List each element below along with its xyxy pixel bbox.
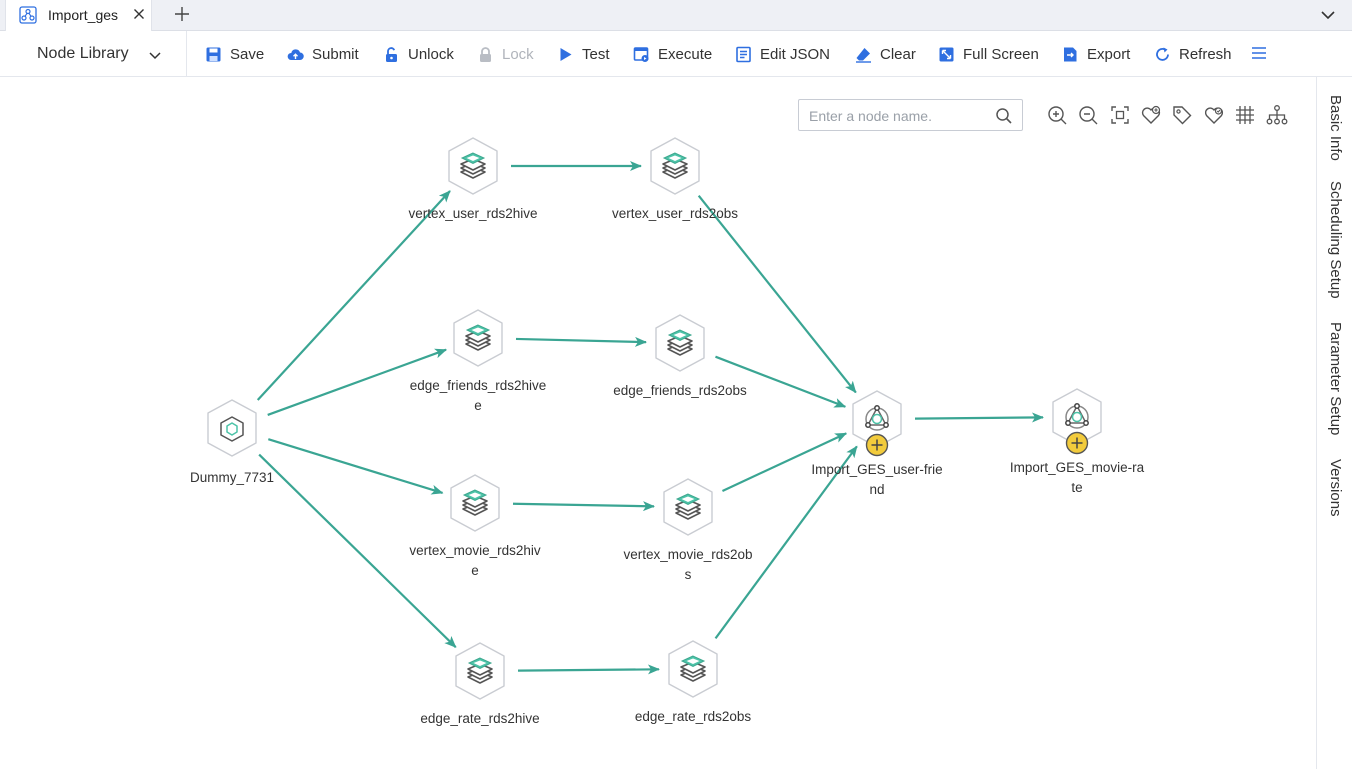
node-vu_hive[interactable]	[445, 136, 501, 196]
node-er_hive[interactable]	[452, 641, 508, 701]
menu-icon[interactable]	[1251, 45, 1267, 61]
add-tab-icon[interactable]	[172, 4, 192, 24]
dummy-cube-icon	[207, 399, 257, 457]
node-library-label: Node Library	[37, 45, 129, 62]
favorite-add-icon[interactable]	[1140, 104, 1162, 126]
close-icon[interactable]	[131, 6, 147, 22]
clear-button[interactable]: Clear	[855, 31, 916, 77]
fit-view-icon[interactable]	[1109, 104, 1131, 126]
save-button[interactable]: Save	[205, 31, 264, 77]
data-stack-icon	[668, 640, 718, 698]
tab-parameter-setup[interactable]: Parameter Setup	[1327, 322, 1344, 436]
tab-versions[interactable]: Versions	[1327, 459, 1344, 517]
search-icon[interactable]	[995, 107, 1013, 125]
data-stack-icon	[455, 642, 505, 700]
unlock-icon	[386, 46, 397, 62]
node-er_obs[interactable]	[665, 639, 721, 699]
zoom-in-icon[interactable]	[1046, 104, 1068, 126]
ges-graph-icon	[1052, 388, 1102, 455]
node-ef_hive[interactable]	[450, 308, 506, 368]
data-stack-icon	[450, 474, 500, 532]
data-stack-icon	[448, 137, 498, 195]
data-stack-icon	[663, 478, 713, 536]
toolbar: Node Library Save Submit Unlock Lock Tes…	[0, 31, 1352, 77]
search-input[interactable]	[809, 106, 989, 126]
chevron-down-icon	[149, 52, 161, 60]
node-label: Import_GES_movie-ra te	[1009, 460, 1145, 495]
zoom-out-icon[interactable]	[1077, 104, 1099, 126]
node-ges_mr[interactable]	[1049, 387, 1105, 455]
tab-scheduling-setup[interactable]: Scheduling Setup	[1327, 181, 1344, 299]
data-stack-icon	[655, 314, 705, 372]
node-search	[798, 99, 1023, 131]
node-label: vertex_movie_rds2hiv e	[409, 543, 541, 578]
node-vm_hive[interactable]	[447, 473, 503, 533]
tab-basic-info[interactable]: Basic Info	[1327, 95, 1344, 161]
add-badge-icon[interactable]	[1065, 431, 1089, 455]
save-icon	[206, 47, 221, 61]
eraser-icon	[856, 47, 871, 63]
data-stack-icon	[650, 137, 700, 195]
fullscreen-icon	[939, 47, 954, 61]
node-label: edge_rate_rds2obs	[634, 709, 752, 724]
favorite-icon[interactable]	[1203, 104, 1225, 126]
full-screen-button[interactable]: Full Screen	[938, 31, 1039, 77]
node-vu_obs[interactable]	[647, 136, 703, 196]
edit-json-icon	[736, 46, 751, 62]
export-icon	[1064, 47, 1077, 61]
node-label: Import_GES_user-frie nd	[811, 462, 943, 497]
layout-tree-icon[interactable]	[1266, 104, 1288, 126]
tab-label: Import_ges	[48, 7, 119, 23]
chevron-down-icon[interactable]	[1318, 5, 1338, 25]
workflow-icon	[19, 6, 37, 24]
tab-import-ges[interactable]: Import_ges	[5, 0, 152, 31]
export-button[interactable]: Export	[1062, 31, 1130, 77]
tag-icon[interactable]	[1171, 104, 1193, 126]
node-ef_obs[interactable]	[652, 313, 708, 373]
lock-icon	[480, 46, 491, 62]
node-label: vertex_user_rds2obs	[611, 206, 739, 221]
node-label: vertex_user_rds2hive	[408, 206, 538, 221]
node-dummy[interactable]	[204, 398, 260, 458]
play-icon	[560, 47, 572, 61]
node-label: Dummy_7731	[189, 470, 275, 485]
lock-button[interactable]: Lock	[477, 31, 534, 77]
refresh-button[interactable]: Refresh	[1154, 31, 1232, 77]
node-label: edge_friends_rds2hive e	[409, 378, 547, 413]
execute-button[interactable]: Execute	[633, 31, 712, 77]
refresh-icon	[1156, 47, 1169, 61]
submit-button[interactable]: Submit	[287, 31, 359, 77]
execute-icon	[633, 46, 649, 62]
edit-json-button[interactable]: Edit JSON	[735, 31, 830, 77]
data-stack-icon	[453, 309, 503, 367]
node-library-dropdown[interactable]: Node Library	[0, 31, 187, 77]
node-vm_obs[interactable]	[660, 477, 716, 537]
grid-icon[interactable]	[1234, 104, 1256, 126]
right-panel: Basic Info Scheduling Setup Parameter Se…	[1316, 77, 1352, 769]
node-label: edge_friends_rds2obs	[613, 383, 747, 398]
unlock-button[interactable]: Unlock	[383, 31, 454, 77]
add-badge-icon[interactable]	[865, 433, 889, 457]
test-button[interactable]: Test	[557, 31, 610, 77]
ges-graph-icon	[852, 390, 902, 457]
node-label: edge_rate_rds2hive	[420, 711, 540, 726]
node-label: vertex_movie_rds2ob s	[623, 547, 753, 582]
cloud-upload-icon	[287, 48, 304, 60]
tab-bar: Import_ges	[0, 0, 1352, 31]
node-ges_uf[interactable]	[849, 389, 905, 457]
